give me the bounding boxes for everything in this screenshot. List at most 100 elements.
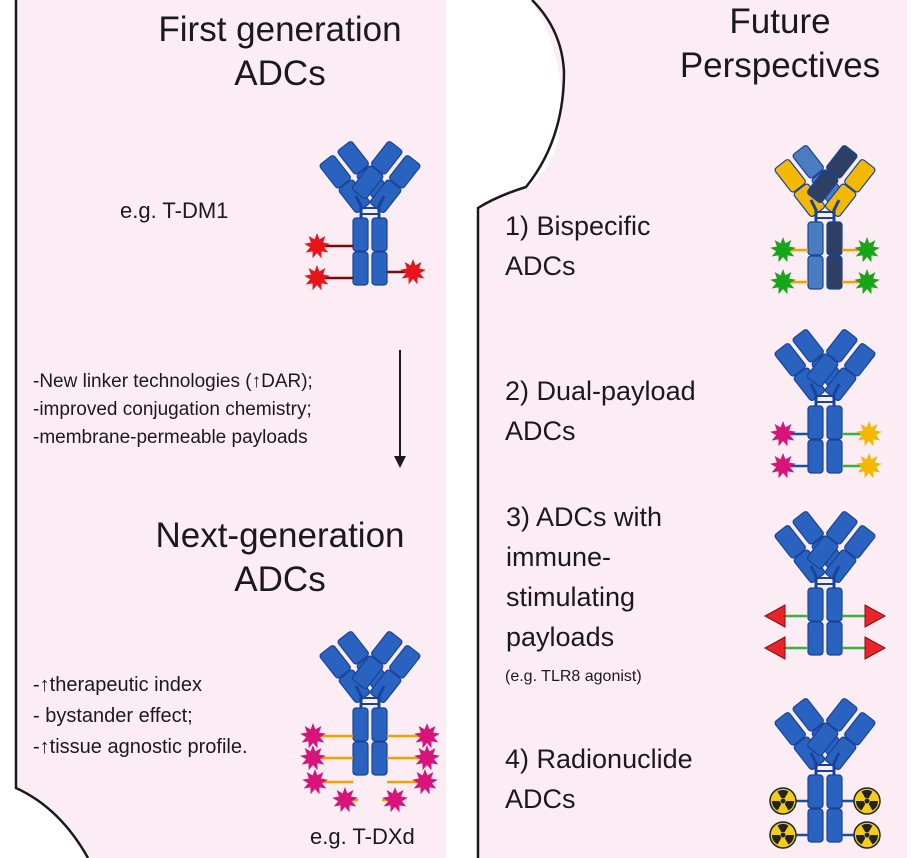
fc-block — [807, 255, 824, 290]
antibody — [319, 141, 421, 286]
antibody — [319, 631, 421, 776]
domain-block — [319, 645, 351, 679]
fc-block — [807, 808, 824, 843]
first-gen-title: First generation ADCs — [130, 8, 430, 96]
radiation-icon — [769, 821, 797, 849]
radiation-icon — [853, 821, 881, 849]
domain-block — [844, 343, 876, 377]
antibody — [774, 145, 876, 290]
transition-line2: -improved conjugation chemistry; — [33, 399, 312, 420]
payload-star-icon — [382, 787, 408, 813]
fc-block — [352, 707, 369, 742]
first-gen-title-line1: First generation — [158, 10, 402, 49]
radiation-blade — [772, 801, 782, 811]
domain-block — [774, 159, 806, 193]
benefit-bystander-effect: - bystander effect; — [33, 705, 193, 727]
item-immune-stimulating: 3) ADCs with immune- stimulating payload… — [506, 497, 662, 657]
radionuclide-antibody-icon — [769, 698, 881, 849]
payload-triangle-icon — [864, 604, 887, 628]
radiation-blade — [777, 790, 789, 798]
item-bispecific-line1: 1) Bispecific — [505, 211, 651, 241]
light-arm-right — [824, 159, 876, 217]
domain-block — [389, 155, 421, 189]
antibody — [774, 698, 876, 843]
item-bispecific-line2: ADCs — [505, 251, 576, 281]
domain-block — [792, 698, 824, 732]
next-gen-title-line2: ADCs — [234, 560, 326, 599]
heavy-arm-right — [806, 698, 858, 756]
item-radionuclide: 4) Radionuclide ADCs — [505, 739, 693, 819]
bispecific-antibody-icon — [770, 145, 880, 295]
domain-block — [844, 525, 876, 559]
domain-block — [806, 722, 839, 756]
domain-block — [826, 329, 858, 363]
future-perspectives-title: Future Perspectives — [650, 0, 910, 88]
fc-block — [807, 587, 824, 622]
payload-triangle-icon — [864, 636, 887, 660]
fc-block — [807, 774, 824, 809]
radiation-center — [864, 832, 870, 838]
payload-star-icon — [300, 723, 326, 749]
radiation-blade — [784, 801, 794, 811]
first-gen-title-line2: ADCs — [234, 54, 326, 93]
fc-block — [807, 405, 824, 440]
next-gen-benefits: -↑therapeutic index - bystander effect; … — [33, 670, 248, 763]
domain-block — [844, 159, 876, 193]
future-title-line1: Future — [729, 2, 831, 41]
heavy-arm-right — [351, 141, 403, 199]
domain-block — [826, 511, 858, 545]
right-panel — [478, 0, 907, 858]
fc-block — [826, 808, 843, 843]
payload-star-icon — [770, 421, 796, 447]
domain-block — [351, 165, 384, 199]
domain-block — [774, 525, 806, 559]
fc-block — [826, 587, 843, 622]
fc-block — [352, 741, 369, 776]
domain-block — [792, 329, 824, 363]
domain-block — [844, 712, 876, 746]
domain-block — [806, 535, 839, 569]
domain-block — [337, 631, 369, 665]
light-arm-left — [774, 159, 826, 217]
dual-payload-antibody-icon — [770, 329, 882, 479]
immune-stimulating-antibody-icon — [763, 511, 887, 660]
radiation-blade — [856, 835, 866, 845]
radiation-center — [864, 798, 870, 804]
radiation-blade — [784, 835, 794, 845]
item-bispecific: 1) Bispecific ADCs — [505, 206, 651, 286]
domain-block — [389, 645, 421, 679]
item-radionuclide-line2: ADCs — [505, 784, 576, 814]
light-arm-right — [824, 343, 876, 401]
fc-block — [352, 251, 369, 286]
benefit-tissue-agnostic: -↑tissue agnostic profile. — [33, 736, 248, 758]
payload-star-icon — [302, 769, 328, 795]
antibody — [774, 511, 876, 656]
domain-block — [806, 353, 839, 387]
fc-block — [807, 439, 824, 474]
fc-block — [371, 217, 388, 252]
next-gen-antibody-icon — [300, 631, 440, 813]
payload-star-icon — [414, 745, 440, 771]
domain-block — [371, 141, 403, 175]
radiation-blade — [856, 801, 866, 811]
fc-block — [807, 221, 824, 256]
payload-star-icon — [300, 745, 326, 771]
radiation-blade — [868, 801, 878, 811]
light-arm-right — [369, 645, 421, 703]
domain-block — [826, 145, 858, 179]
left-panel-left-border — [14, 0, 90, 858]
payload-star-icon — [304, 265, 330, 291]
payload-star-icon — [414, 723, 440, 749]
next-gen-example: e.g. T-DXd — [310, 824, 415, 849]
item-dual-payload-line2: ADCs — [505, 416, 576, 446]
item-dual-payload-line1: 2) Dual-payload — [505, 376, 696, 406]
item-immune-line2: immune- — [506, 542, 612, 572]
fc-block — [826, 621, 843, 656]
fc-block — [371, 251, 388, 286]
first-gen-antibody-icon — [304, 141, 426, 291]
payload-star-icon — [854, 269, 880, 295]
radiation-center — [780, 798, 786, 804]
fc-block — [371, 741, 388, 776]
fc-block — [826, 255, 843, 290]
